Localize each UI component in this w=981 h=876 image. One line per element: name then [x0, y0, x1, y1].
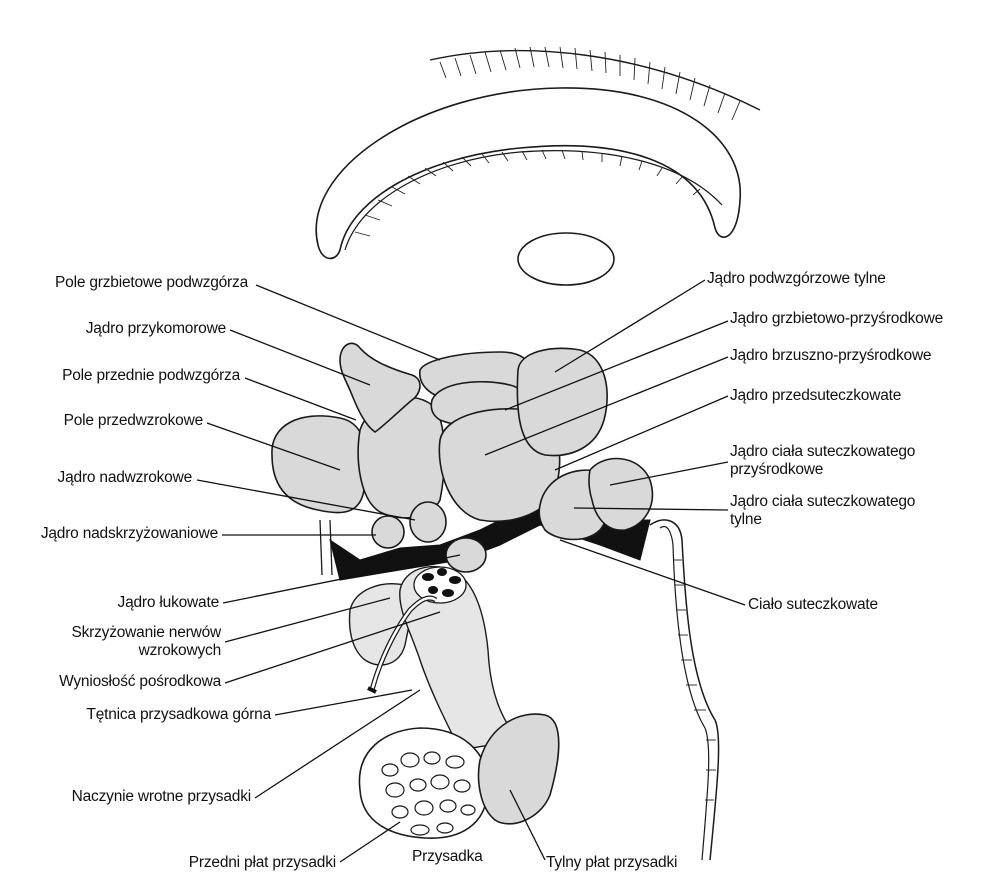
label-cialo-suteczkowate: Ciało suteczkowate: [748, 596, 878, 614]
label-jadro-ciala-tylne: Jądro ciała suteczkowatego tylne: [730, 493, 915, 529]
label-pole-grzbietowe: Pole grzbietowe podwzgórza: [55, 274, 248, 292]
label-jadro-nadskrzyzowaniowe: Jądro nadskrzyżowaniowe: [41, 525, 218, 543]
label-tylny-plat: Tylny płat przysadki: [546, 854, 677, 872]
label-pole-przedwzrokowe: Pole przedwzrokowe: [64, 412, 203, 430]
suprachiasmatic-shape: [372, 516, 404, 548]
label-jadro-przedsuteczkowate: Jądro przedsuteczkowate: [730, 387, 901, 405]
anterior-commissure: [518, 233, 614, 285]
label-tetnica: Tętnica przysadkowa górna: [86, 706, 271, 724]
label-jadro-lukowate: Jądro łukowate: [118, 594, 219, 612]
label-jadro-grzbietowo: Jądro grzbietowo-przyśrodkowe: [730, 310, 943, 328]
label-pole-przednie: Pole przednie podwzgórza: [62, 367, 240, 385]
label-skrzyzowanie: Skrzyżowanie nerwów wzrokowych: [71, 624, 221, 660]
label-jadro-ciala-przysrodkowe: Jądro ciała suteczkowatego przyśrodkowe: [730, 443, 915, 479]
posterior-shape: [517, 348, 607, 455]
label-jadro-podwzgorzowe-tylne: Jądro podwzgórzowe tylne: [707, 270, 886, 288]
brainstem-outline: [650, 520, 719, 860]
label-jadro-nadwzrokowe: Jądro nadwzrokowe: [58, 469, 192, 487]
arcuate-shape: [446, 538, 486, 572]
label-jadro-przykomorowe: Jądro przykomorowe: [86, 320, 226, 338]
preoptic-area-shape: [272, 416, 366, 513]
label-naczynie: Naczynie wrotne przysadki: [72, 788, 251, 806]
supraoptic-shape: [410, 502, 446, 542]
label-jadro-brzuszno: Jądro brzuszno-przyśrodkowe: [730, 347, 931, 365]
label-przysadka: Przysadka: [412, 848, 483, 866]
corpus-callosum: [316, 47, 760, 258]
label-wyniosc: Wyniosłość pośrodkowa: [59, 673, 221, 691]
label-przedni-plat: Przedni płat przysadki: [189, 854, 336, 872]
